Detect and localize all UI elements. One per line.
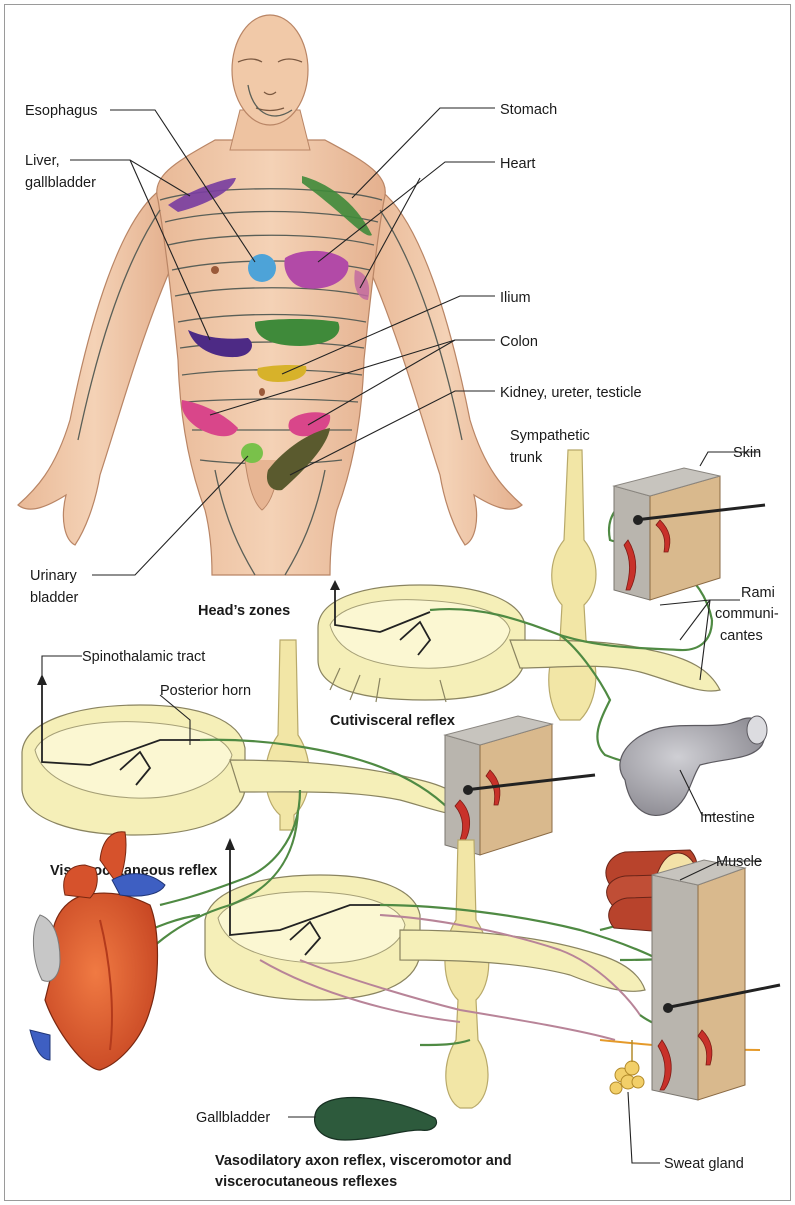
label-spinothalamic: Spinothalamic tract — [82, 649, 205, 665]
label-colon: Colon — [500, 334, 538, 350]
label-liver-line1: Liver, — [25, 153, 60, 169]
title-vasodilatory-line2: viscerocutaneous reflexes — [215, 1174, 397, 1190]
label-skin: Skin — [733, 445, 761, 461]
label-liver-line2: gallbladder — [25, 175, 96, 191]
label-sympathetic-line2: trunk — [510, 450, 543, 466]
label-posterior-horn: Posterior horn — [160, 683, 251, 699]
label-ilium: Ilium — [500, 290, 531, 306]
title-heads-zones: Head’s zones — [198, 603, 290, 619]
label-heart: Heart — [500, 156, 535, 172]
label-sweat-gland: Sweat gland — [664, 1156, 744, 1172]
label-urinary-line1: Urinary — [30, 568, 77, 584]
label-gallbladder: Gallbladder — [196, 1110, 270, 1126]
label-intestine: Intestine — [700, 810, 755, 826]
title-cutivisceral: Cutivisceral reflex — [330, 713, 455, 729]
label-stomach: Stomach — [500, 102, 557, 118]
label-muscle: Muscle — [716, 854, 762, 870]
label-esophagus: Esophagus — [25, 103, 98, 119]
label-rami-line2: communi- — [715, 606, 779, 622]
label-sympathetic-line1: Sympathetic — [510, 428, 590, 444]
label-rami-line1: Rami — [741, 585, 775, 601]
title-vasodilatory-line1: Vasodilatory axon reflex, visceromotor a… — [215, 1153, 512, 1169]
label-urinary-line2: bladder — [30, 590, 79, 606]
label-kidney: Kidney, ureter, testicle — [500, 385, 642, 401]
label-rami-line3: cantes — [720, 628, 763, 644]
